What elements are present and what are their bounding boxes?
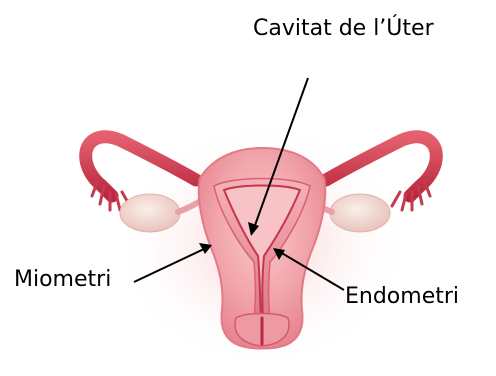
cavity-label: Cavitat de l’Úter [253,16,434,42]
endometrium-label: Endometri [345,284,459,310]
right-ovary [330,194,390,232]
myometrium-label: Miometri [14,267,111,293]
left-ovary [120,194,180,232]
